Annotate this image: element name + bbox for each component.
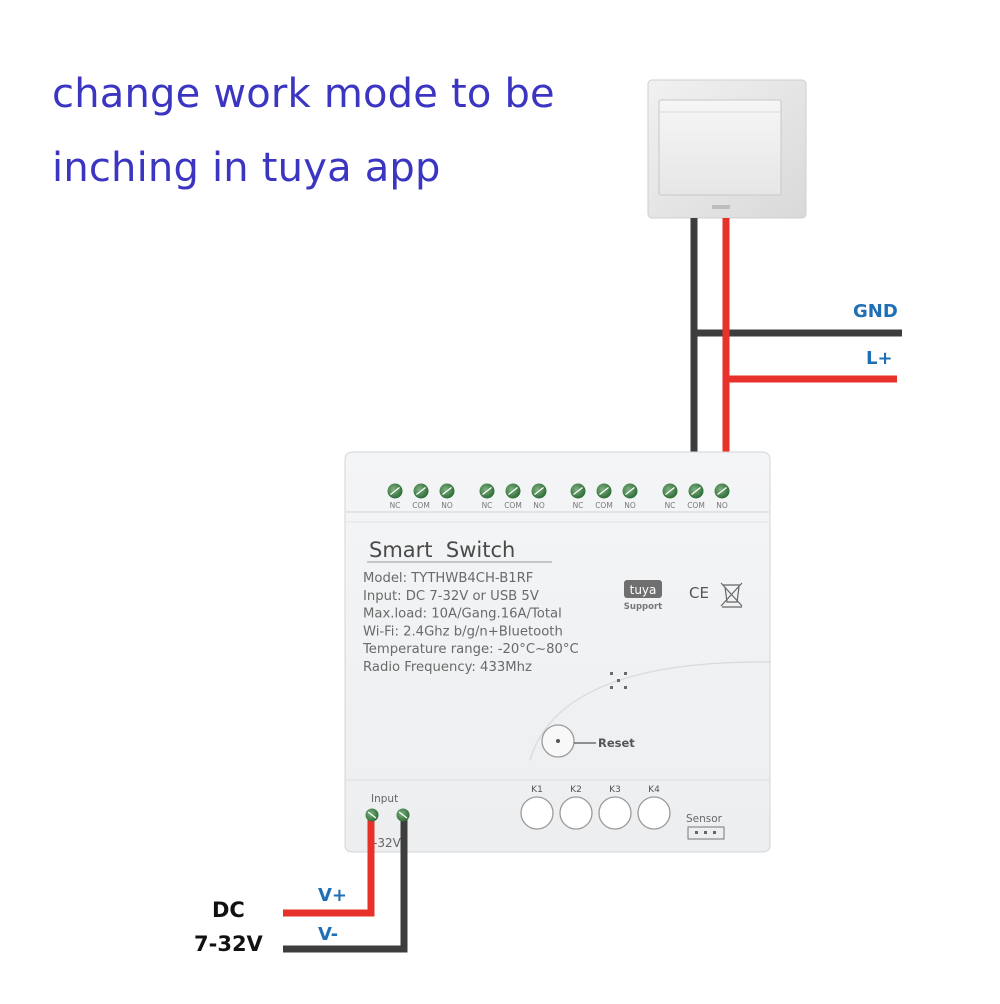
key-label: K4: [648, 785, 660, 795]
terminal-label: NC: [665, 501, 676, 510]
tuya-support-logo: tuya Support: [624, 580, 662, 612]
status-led-icon: [610, 672, 627, 689]
terminal-label: NO: [533, 501, 545, 510]
screw-slot: [691, 486, 701, 496]
relay-group: NC COM NO: [387, 483, 455, 510]
spec-line: Wi-Fi: 2.4Ghz b/g/n+Bluetooth: [363, 624, 563, 639]
spec-line: Model: TYTHWB4CH-B1RF: [363, 571, 533, 586]
key-button-circle[interactable]: [637, 796, 671, 830]
key-label: K1: [531, 785, 543, 795]
wire-end-screws: [688, 483, 730, 499]
spec-line: Radio Frequency: 433Mhz: [363, 660, 532, 675]
front-curve: [529, 661, 771, 761]
terminal-label: COM: [687, 501, 705, 510]
input-label: Input: [371, 793, 398, 805]
screw-slot: [573, 486, 583, 496]
input-voltage-text: -32V: [373, 836, 402, 850]
terminal-label: NC: [390, 501, 401, 510]
relay-group: NC COM NO: [570, 483, 638, 510]
terminal-label: NC: [482, 501, 493, 510]
gnd-label: GND: [853, 301, 898, 322]
upper-wires: [690, 218, 902, 488]
wall-switch: [647, 79, 807, 219]
terminal-label: NO: [716, 501, 728, 510]
screw-slot: [416, 486, 426, 496]
dc-label: DC: [212, 898, 245, 922]
screw-slot: [508, 486, 518, 496]
key-button-circle[interactable]: [559, 796, 593, 830]
key-label: K3: [609, 785, 621, 795]
vminus-label: V-: [318, 924, 339, 945]
module-title: Smart Switch: [369, 538, 515, 562]
screw-slot: [482, 486, 492, 496]
tuya-support-text: Support: [624, 602, 662, 612]
screw-slot: [442, 486, 452, 496]
sensor-label: Sensor: [686, 813, 723, 825]
key-button-k1[interactable]: K1: [520, 785, 554, 830]
ce-mark: CE: [689, 584, 709, 602]
spec-list: Model: TYTHWB4CH-B1RF Input: DC 7-32V or …: [362, 571, 579, 675]
screw-slot: [625, 486, 635, 496]
key-button-circle[interactable]: [598, 796, 632, 830]
terminal-label: COM: [595, 501, 613, 510]
spec-line: Max.load: 10A/Gang.16A/Total: [363, 607, 562, 622]
reset-label: Reset: [598, 736, 635, 750]
terminal-label: NO: [624, 501, 636, 510]
key-buttons: K1 K2 K3 K4: [520, 785, 671, 830]
screw-slot: [534, 486, 544, 496]
vplus-label: V+: [318, 885, 348, 906]
screw-slot: [599, 486, 609, 496]
module-housing: [344, 451, 771, 853]
dc-vminus-wire: [283, 815, 408, 953]
key-button-circle[interactable]: [520, 796, 554, 830]
switch-rocker[interactable]: [658, 99, 782, 196]
weee-bin-icon: [720, 582, 743, 608]
terminal-label: COM: [412, 501, 430, 510]
key-button-k4[interactable]: K4: [637, 785, 671, 830]
dc-vplus-wire: [283, 815, 375, 917]
power-input-terminal: Input -32V: [371, 793, 402, 850]
smart-switch-module: NC COM NO NC COM NO NC COM NO NC COM NO Smart Switc…: [344, 451, 771, 853]
terminal-label: NC: [573, 501, 584, 510]
screw-slot: [717, 486, 727, 496]
headline-line-1: change work mode to be: [52, 71, 555, 117]
input-screws: [365, 808, 410, 822]
dc-wires: [283, 815, 408, 953]
key-button-k3[interactable]: K3: [598, 785, 632, 830]
headline-line-2: inching in tuya app: [52, 145, 441, 191]
reset-button[interactable]: Reset: [541, 724, 635, 758]
sensor-port[interactable]: Sensor: [686, 813, 725, 840]
terminal-label: NO: [441, 501, 453, 510]
screw-slot: [390, 486, 400, 496]
relay-terminal-block: NC COM NO NC COM NO NC COM NO NC COM NO: [387, 483, 728, 510]
spec-line: Input: DC 7-32V or USB 5V: [363, 589, 539, 604]
relay-group: NC COM NO: [479, 483, 547, 510]
key-button-k2[interactable]: K2: [559, 785, 593, 830]
relay-group: NC COM NO: [662, 483, 728, 510]
lplus-label: L+: [866, 348, 893, 369]
key-label: K2: [570, 785, 582, 795]
dc-voltage-label: 7-32V: [194, 932, 263, 956]
tuya-logo-text: tuya: [630, 583, 657, 597]
terminal-label: COM: [504, 501, 522, 510]
screw-slot: [665, 486, 675, 496]
spec-line: Temperature range: -20°C~80°C: [362, 642, 579, 657]
